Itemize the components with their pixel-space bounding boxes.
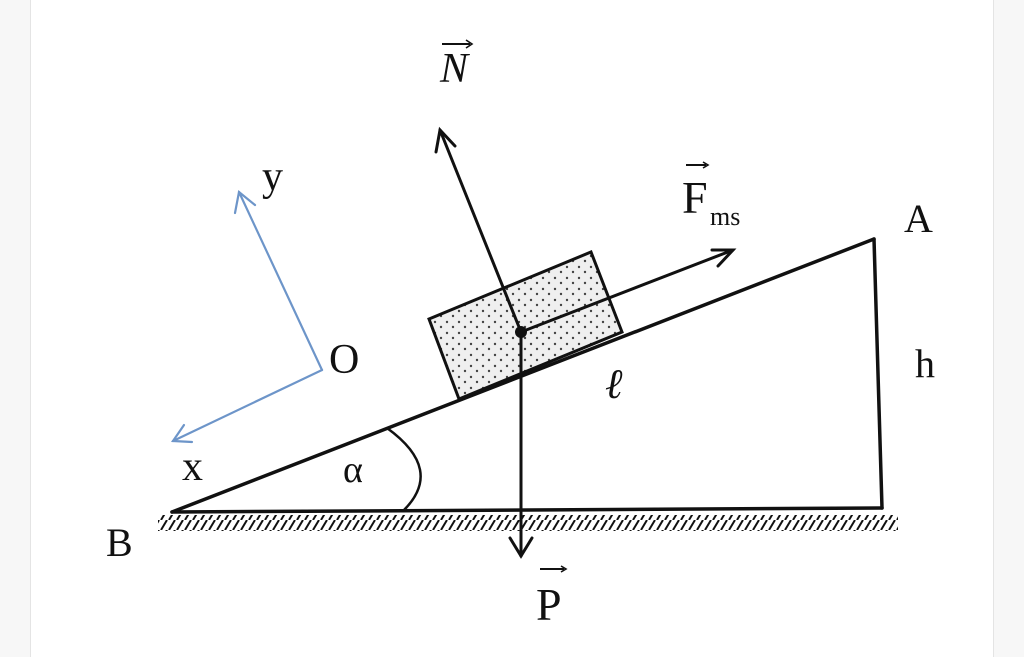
block bbox=[427, 250, 624, 401]
y-axis-arrowhead bbox=[233, 189, 257, 215]
y-axis bbox=[237, 190, 324, 372]
normal-force-label: N bbox=[439, 46, 470, 92]
point-b-label: B bbox=[106, 520, 133, 565]
length-label: ℓ bbox=[605, 362, 623, 408]
incline-surface bbox=[170, 237, 876, 514]
ground-line bbox=[170, 506, 884, 514]
coordinate-axes bbox=[170, 189, 324, 444]
weight-arrow bbox=[508, 330, 534, 559]
incline-triangle bbox=[170, 237, 884, 514]
center-of-mass-dot bbox=[515, 326, 527, 338]
weight-vector-bar-tip bbox=[560, 565, 568, 573]
angle-arc bbox=[386, 426, 422, 512]
origin-label: O bbox=[329, 337, 359, 383]
x-axis bbox=[171, 368, 324, 443]
friction-force-arrow bbox=[519, 248, 737, 334]
height-side bbox=[872, 237, 884, 510]
ground-hatch bbox=[158, 515, 898, 531]
friction-vector-bar-tip bbox=[702, 161, 710, 169]
point-a-label: A bbox=[904, 196, 933, 241]
normal-force-arrow bbox=[434, 126, 523, 334]
x-axis-arrowhead bbox=[170, 423, 194, 444]
x-axis-label: x bbox=[182, 444, 203, 490]
weight-label: P bbox=[536, 579, 562, 630]
normal-vector-bar-tip bbox=[465, 39, 474, 49]
height-label: h bbox=[915, 341, 935, 386]
friction-force-label: F bbox=[682, 172, 708, 223]
friction-subscript-label: ms bbox=[710, 202, 740, 231]
angle-label: α bbox=[343, 449, 363, 491]
y-axis-label: y bbox=[262, 154, 283, 200]
